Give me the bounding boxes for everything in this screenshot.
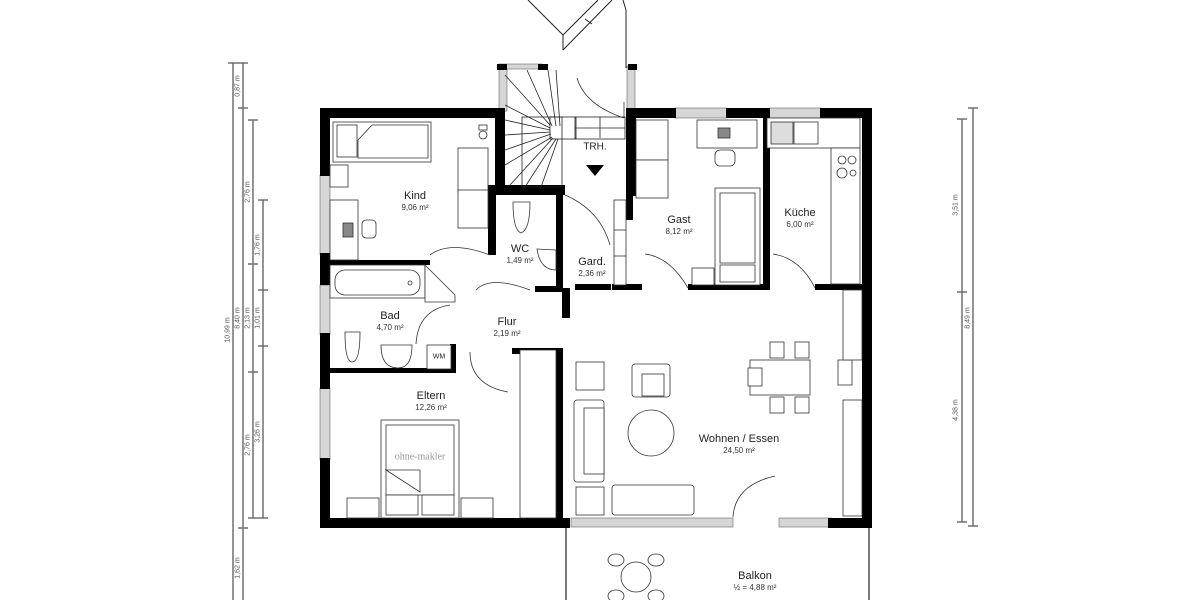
furniture-garderobe (613, 199, 627, 286)
room-name: WC (510, 243, 530, 255)
furniture-wc (512, 201, 557, 271)
room-area: 4,70 m² (376, 323, 404, 332)
room-area: 1,49 m² (506, 256, 534, 265)
furniture-balkon (607, 553, 665, 600)
furniture-bad (329, 264, 456, 370)
room-label-gard: Gard. 2,36 m² (578, 256, 606, 279)
furniture-wohnen (573, 289, 863, 517)
dimension-label: 10,99 m (224, 317, 232, 343)
room-label-kueche: Küche 6,00 m² (784, 207, 815, 230)
dimension-label: 4,38 m (952, 399, 960, 421)
dimension-label: 2,76 m (244, 181, 252, 203)
watermark-logo: ohne-makler (394, 451, 446, 463)
dimension-lines-right (957, 107, 978, 527)
room-label-flur: Flur 2,19 m² (493, 316, 520, 339)
dimension-label: 8,40 m (234, 307, 242, 329)
room-name: Eltern (416, 390, 446, 402)
room-area: 2,36 m² (578, 269, 606, 278)
room-area: 8,12 m² (665, 227, 693, 236)
dimension-label: 0,87 m (234, 75, 242, 97)
stairs-direction-arrow-icon (586, 165, 604, 176)
room-label-gast: Gast 8,12 m² (665, 214, 692, 237)
walls (320, 64, 872, 528)
dimension-lines-left (228, 62, 268, 600)
furniture-eltern (346, 349, 557, 519)
room-name: Bad (380, 310, 400, 322)
room-area: 24,50 m² (723, 446, 755, 455)
room-label-kind: Kind 9,06 m² (401, 190, 428, 213)
dimension-label: 1,01 m (254, 307, 262, 329)
dimension-label: 8,49 m (964, 307, 972, 329)
dimension-label: 2,76 m (244, 434, 252, 456)
room-label-eltern: Eltern 12,26 m² (415, 390, 447, 413)
furniture-gast (635, 119, 761, 286)
room-area: 9,06 m² (401, 203, 429, 212)
room-name: Gard. (578, 256, 606, 268)
dimension-label: 3,51 m (952, 194, 960, 216)
washer-label: WM (432, 353, 446, 361)
room-name: Gast (667, 214, 691, 226)
room-label-wohnen: Wohnen / Essen 24,50 m² (699, 433, 780, 456)
dimension-label: 1,62 m (234, 557, 242, 579)
dimension-label: 1,76 m (254, 234, 262, 256)
room-name: Kind (403, 190, 427, 202)
dimension-label: 2,13 m (244, 307, 252, 329)
room-label-bad: Bad 4,70 m² (376, 310, 403, 333)
room-label-wc: WC 1,49 m² (506, 243, 533, 266)
room-area: 2,19 m² (493, 329, 521, 338)
door-swings (415, 77, 816, 518)
room-area: 12,26 m² (415, 403, 447, 412)
room-area: 6,00 m² (786, 220, 814, 229)
room-name: Küche (784, 207, 816, 219)
room-area: ½ = 4,88 m² (733, 583, 777, 592)
entrance-canopy (527, 0, 627, 68)
room-name: Balkon (738, 570, 772, 582)
room-label-balkon: Balkon ½ = 4,88 m² (734, 570, 777, 593)
balcony-outline (565, 526, 870, 600)
stairs-label: TRH. (583, 141, 607, 153)
dimension-label: 3,26 m (254, 421, 262, 443)
room-name: Wohnen / Essen (698, 433, 780, 445)
staircase (504, 69, 626, 191)
furniture-kind (329, 121, 489, 261)
room-name: Flur (497, 316, 517, 328)
furniture-kueche (766, 117, 861, 285)
